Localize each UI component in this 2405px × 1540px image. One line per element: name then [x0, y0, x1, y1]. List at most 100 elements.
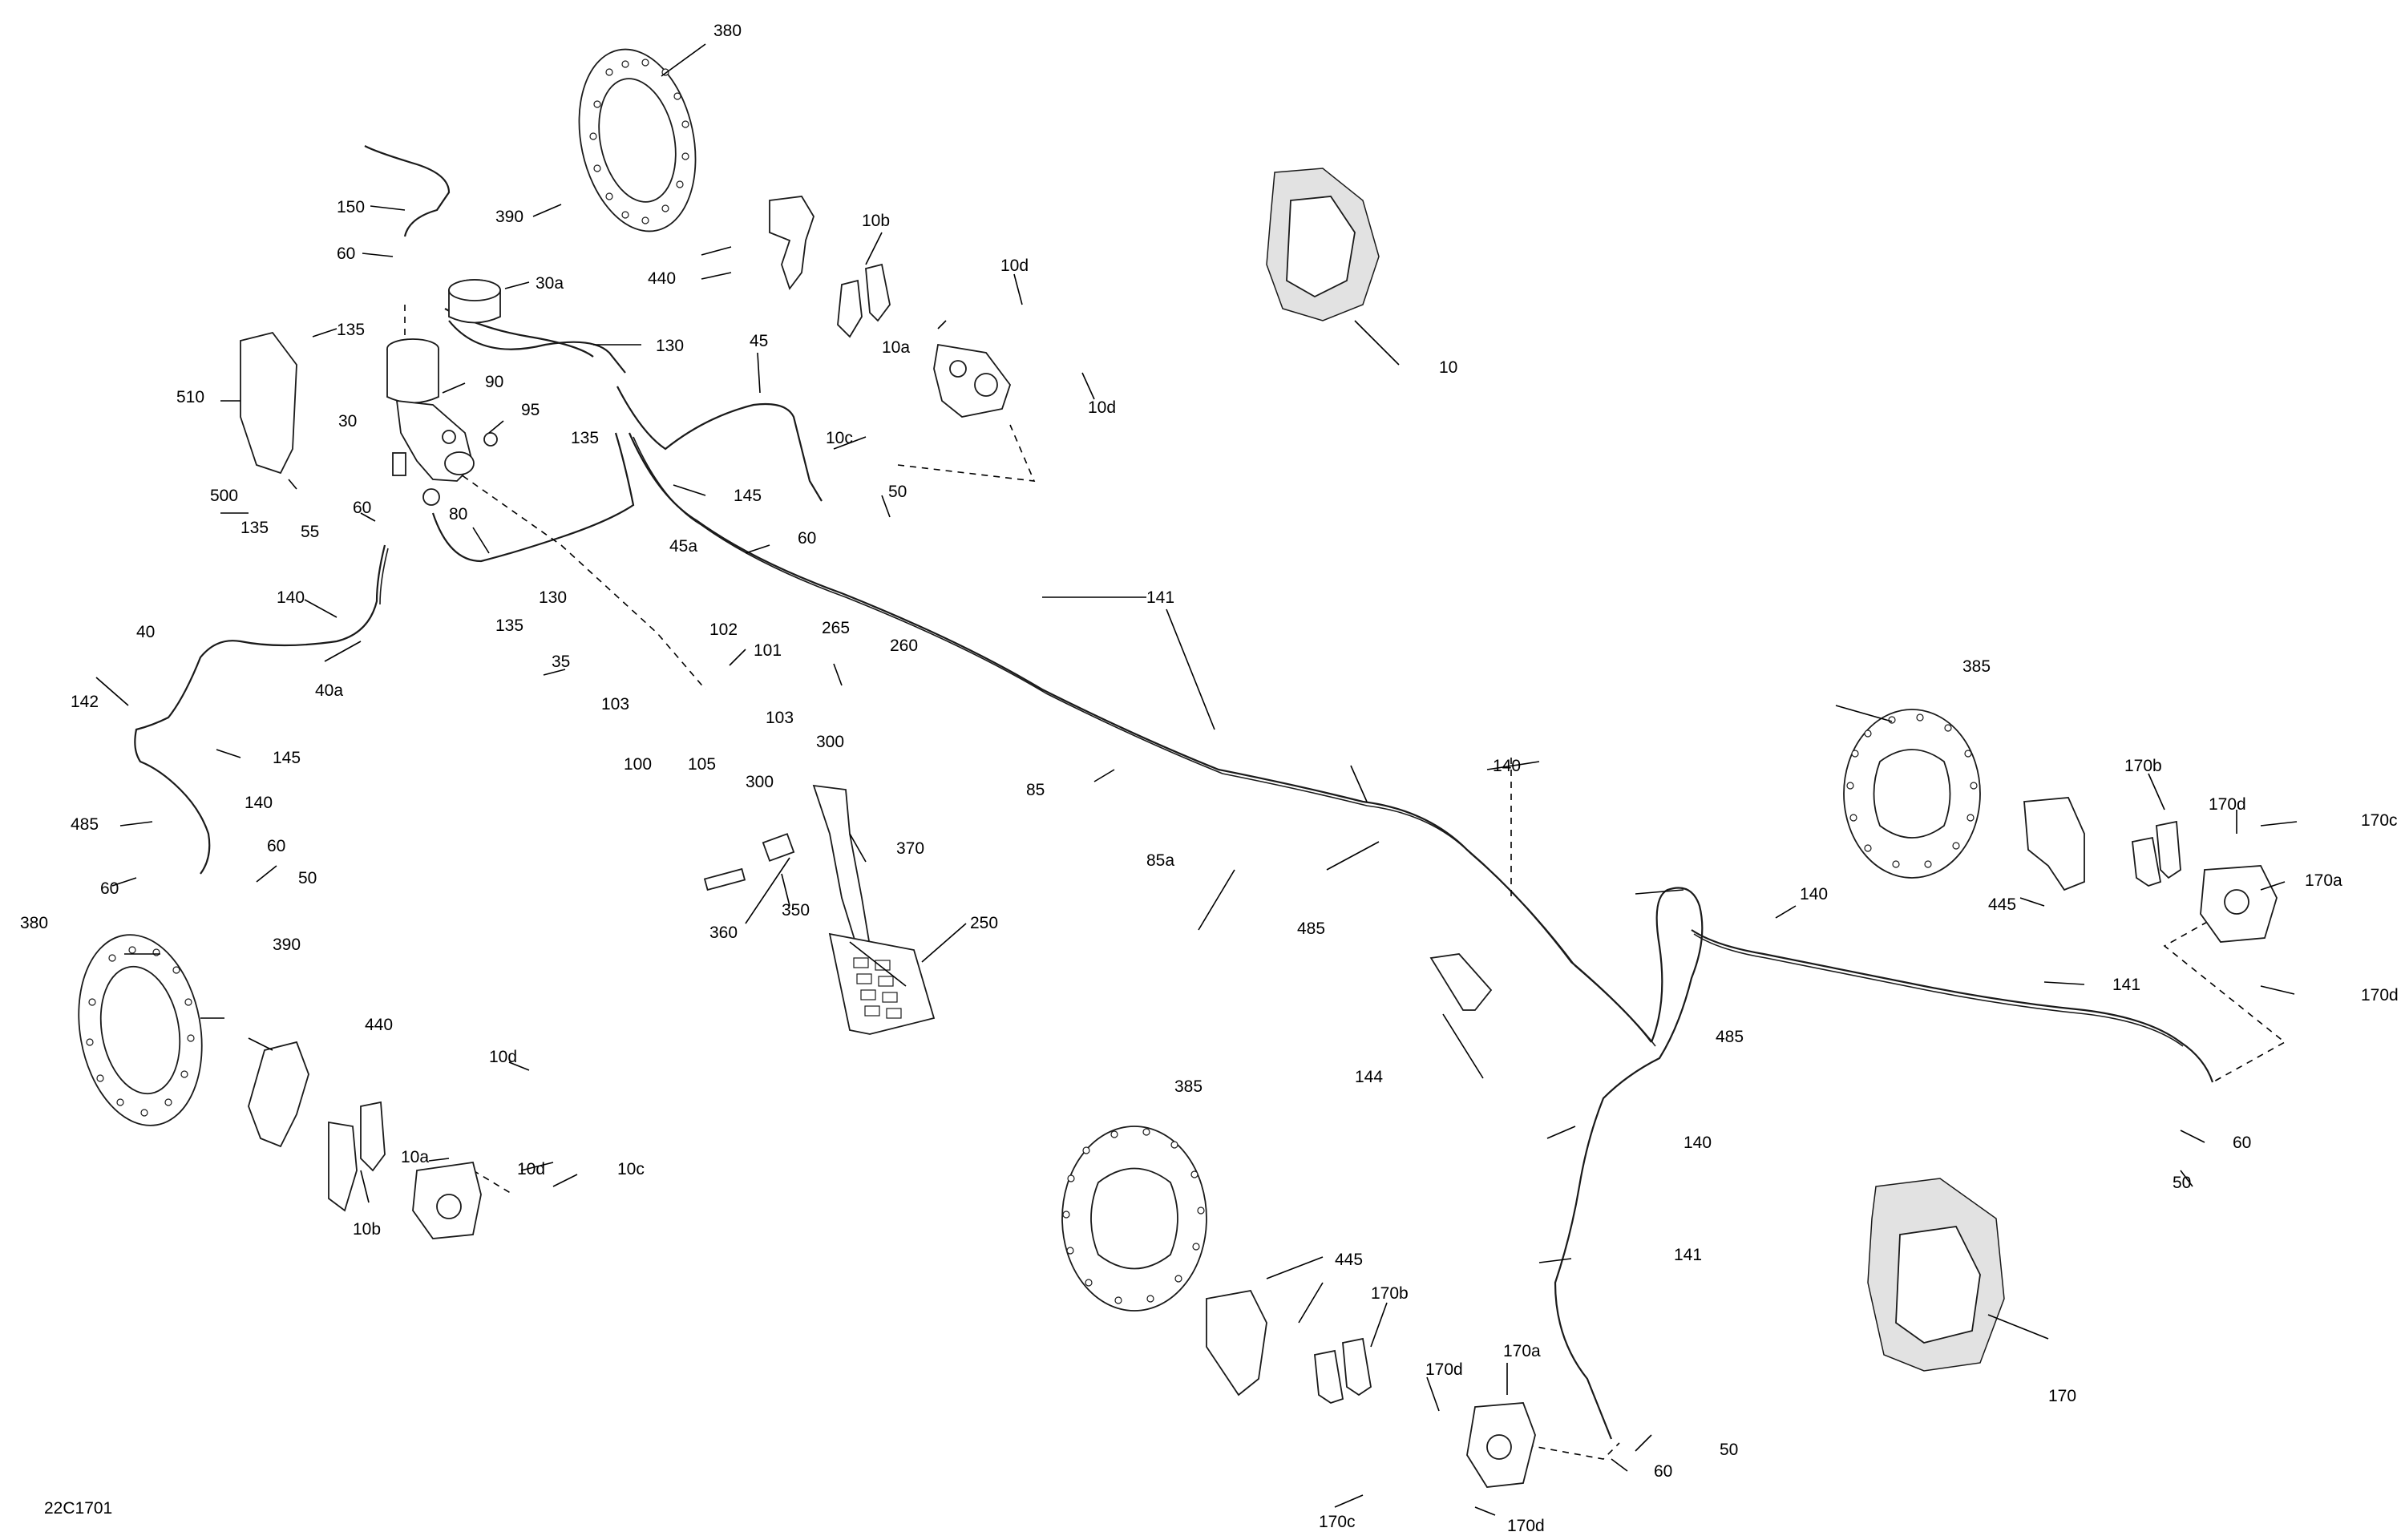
callout-60-g: 60 [1654, 1462, 1672, 1481]
caliper-bracket-445-right [2023, 797, 2085, 891]
callout-80: 80 [449, 505, 467, 523]
callout-130-b: 130 [539, 588, 567, 607]
caliper-rear-left [1466, 1402, 1536, 1488]
callout-140-e: 140 [1684, 1134, 1712, 1152]
callout-141-a: 141 [1146, 588, 1174, 607]
leader-lines [95, 43, 2298, 1516]
callout-140-b: 140 [1493, 757, 1521, 775]
callout-500: 500 [210, 487, 238, 505]
callout-140-a: 140 [277, 588, 305, 607]
callout-45a: 45a [669, 537, 697, 556]
callout-10b-left: 10b [353, 1220, 381, 1239]
callout-440-top: 440 [648, 269, 676, 288]
callout-440-left: 440 [365, 1016, 393, 1034]
callout-100: 100 [624, 755, 652, 774]
callout-170b-right: 170b [2124, 757, 2162, 775]
brake-pedal [703, 784, 936, 1035]
callout-141-b: 141 [2112, 976, 2140, 994]
callout-170d-bottom-b: 170d [1507, 1517, 1545, 1535]
caliper-bracket-440-top [769, 196, 814, 290]
callout-300-a: 300 [816, 733, 844, 751]
callout-40a: 40a [315, 681, 343, 700]
callout-135-d: 135 [495, 616, 523, 635]
figure-code: 22C1701 [44, 1499, 112, 1518]
callout-105: 105 [688, 755, 716, 774]
callout-135-b: 135 [571, 429, 599, 447]
callout-142: 142 [71, 693, 99, 711]
caliper-bracket-440-left [248, 1041, 309, 1148]
callout-labels: 380 390 150 60 30a 440 10b 10d 10a 10 13… [20, 22, 2399, 1535]
callout-85: 85 [1026, 781, 1045, 799]
assembly-dashed-lines [404, 305, 2286, 1460]
callout-10d-top-b: 10d [1088, 398, 1116, 417]
callout-50-a: 50 [888, 483, 907, 501]
callout-170c-bottom: 170c [1319, 1513, 1356, 1531]
caliper-rear-right [2200, 865, 2278, 943]
callout-370: 370 [896, 839, 924, 858]
callout-141-c: 141 [1674, 1246, 1702, 1264]
callout-250: 250 [970, 914, 998, 932]
callout-140-c: 140 [245, 794, 273, 812]
caliper-complete-170 [1867, 1178, 2005, 1372]
callout-385-bottom: 385 [1174, 1077, 1202, 1096]
callout-35: 35 [552, 653, 570, 671]
callout-40: 40 [136, 623, 155, 641]
callout-85a: 85a [1146, 851, 1174, 870]
callout-60-d: 60 [267, 837, 285, 855]
callout-135-c: 135 [240, 519, 269, 537]
callout-170: 170 [2048, 1387, 2076, 1405]
reservoir-cap-30a [448, 279, 501, 301]
callout-390-top: 390 [495, 208, 523, 226]
caliper-front-left [412, 1161, 482, 1239]
rotor-385-bottom [1061, 1126, 1207, 1312]
callout-485-a: 485 [71, 815, 99, 834]
callout-300-b: 300 [746, 773, 774, 791]
brake-pads-170b-bottom [1314, 1337, 1372, 1404]
callout-150: 150 [337, 198, 365, 216]
callout-95: 95 [521, 401, 540, 419]
callout-170d-bottom-a: 170d [1425, 1360, 1463, 1379]
callout-445-bottom: 445 [1335, 1251, 1363, 1269]
callout-10d-left-b: 10d [517, 1160, 545, 1178]
callout-170a-right: 170a [2305, 871, 2342, 890]
bracket-144 [1429, 953, 1493, 1011]
callout-10a-left: 10a [401, 1148, 429, 1166]
callout-170b-bottom: 170b [1371, 1284, 1409, 1303]
brake-pads-10b-left [328, 1101, 386, 1212]
callout-102: 102 [709, 620, 738, 639]
rotor-385-right [1843, 709, 1981, 879]
callout-445-right: 445 [1988, 895, 2016, 914]
caliper-front-right [933, 343, 1012, 418]
callout-10b-top: 10b [862, 212, 890, 230]
callout-135-a: 135 [337, 321, 365, 339]
callout-390-left: 390 [273, 936, 301, 954]
caliper-bracket-445-bottom [1206, 1289, 1267, 1397]
callout-144: 144 [1355, 1068, 1383, 1086]
callout-10c-top: 10c [826, 429, 853, 447]
callout-90: 90 [485, 373, 503, 391]
callout-260: 260 [890, 637, 918, 655]
callout-360: 360 [709, 924, 738, 942]
callout-265: 265 [822, 619, 850, 637]
caliper-complete-10 [1266, 168, 1380, 321]
callout-130-a: 130 [656, 337, 684, 355]
callout-50-d: 50 [1720, 1441, 1738, 1459]
callout-50-c: 50 [2173, 1174, 2191, 1192]
rotor-380-left [78, 934, 203, 1126]
callout-10a-top: 10a [882, 338, 910, 357]
callout-30: 30 [338, 412, 357, 430]
callout-103-a: 103 [601, 695, 629, 713]
callout-10d-left-a: 10d [489, 1048, 517, 1066]
callout-10d-top-a: 10d [1000, 257, 1029, 275]
brake-pads-170b-right [2132, 820, 2181, 887]
rotor-380-top [578, 48, 697, 232]
callout-55: 55 [301, 523, 319, 541]
callout-170d-right-b: 170d [2361, 986, 2399, 1004]
callout-103-b: 103 [766, 709, 794, 727]
mounting-plate-510 [240, 331, 297, 475]
callout-10: 10 [1439, 358, 1457, 377]
callout-485-c: 485 [1716, 1028, 1744, 1046]
callout-60-c: 60 [353, 499, 371, 517]
callout-45: 45 [750, 332, 768, 350]
brake-pads-10b-top [837, 263, 891, 338]
